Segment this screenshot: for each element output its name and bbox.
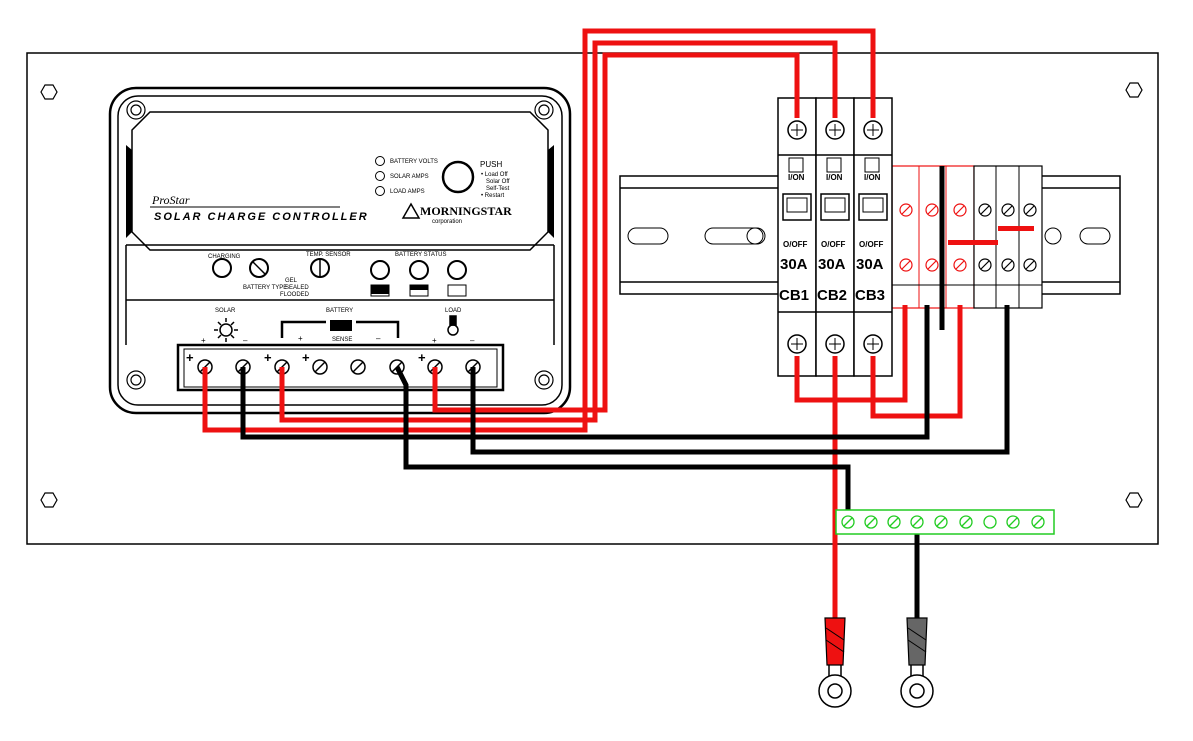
battery-type-gel: GEL: [285, 278, 298, 284]
terminal-3-plus: +: [264, 350, 272, 365]
battery-terminal-label: BATTERY: [326, 308, 353, 314]
push-label: PUSH: [480, 160, 502, 169]
breaker-cb3: I/ON O/OFF 30A CB3: [853, 97, 893, 377]
push-line-3: Self-Test: [486, 186, 510, 192]
push-line-2: Solar Off: [486, 179, 510, 185]
load-terminal-label: LOAD: [445, 308, 462, 314]
charging-label: CHARGING: [208, 254, 241, 260]
temp-sensor-label: TEMP. SENSOR: [306, 252, 351, 258]
battery-icon: [330, 320, 352, 331]
ground-bus-bar: [835, 509, 1055, 535]
controller-terminal-block: [176, 343, 505, 392]
load-plus: +: [432, 336, 437, 345]
solar-plus: +: [201, 336, 206, 345]
circuit-breakers: I/ON O/OFF 30A CB1 I/ON O/OFF 30A CB2: [777, 97, 893, 377]
cb1-id: CB1: [779, 287, 809, 304]
load-minus: –: [470, 336, 475, 345]
push-button[interactable]: [441, 160, 475, 194]
charge-controller: ProStar SOLAR CHARGE CONTROLLER MORNINGS…: [108, 86, 572, 415]
panel-mounting-holes: [40, 82, 1143, 508]
sun-icon: [214, 318, 238, 342]
terminal-7-plus: +: [418, 350, 426, 365]
indicator-battery-volts: BATTERY VOLTS: [390, 159, 438, 165]
terminal-plus-signs: + + + +: [186, 350, 426, 365]
push-line-1: • Load Off: [481, 172, 508, 178]
maker-label: MORNINGSTAR: [420, 204, 512, 218]
controller-screws: [126, 100, 554, 390]
indicator-leds: BATTERY VOLTS SOLAR AMPS LOAD AMPS: [375, 156, 438, 196]
battery-status-leds: [370, 260, 467, 297]
cb3-id: CB3: [855, 287, 885, 304]
lightbulb-icon: [447, 315, 459, 336]
ring-lug-positive: [818, 617, 852, 708]
controller-title: SOLAR CHARGE CONTROLLER: [154, 211, 369, 223]
battery-type-flooded: FLOODED: [280, 292, 310, 298]
indicator-load-amps: LOAD AMPS: [390, 189, 425, 195]
indicator-solar-amps: SOLAR AMPS: [390, 174, 429, 180]
battery-type-label: BATTERY TYPE: [243, 285, 287, 291]
negative-wires: [240, 166, 1010, 625]
solar-minus: –: [243, 336, 248, 345]
morningstar-logo-icon: [401, 202, 421, 219]
cb3-rating: 30A: [856, 256, 884, 273]
cb1-off-label: O/OFF: [783, 240, 808, 249]
brand-label: ProStar: [151, 193, 190, 207]
breaker-cb1: I/ON O/OFF 30A CB1: [777, 97, 817, 377]
push-line-4: • Restart: [481, 193, 504, 199]
cb2-id: CB2: [817, 287, 847, 304]
sense-label: SENSE: [332, 337, 352, 343]
battery-status-label: BATTERY STATUS: [395, 252, 446, 258]
positive-wires: [202, 28, 963, 625]
terminal-4-plus: +: [302, 350, 310, 365]
cb3-on-label: I/ON: [864, 173, 881, 182]
cb2-on-label: I/ON: [826, 173, 843, 182]
cb3-off-label: O/OFF: [859, 240, 884, 249]
solar-terminal-label: SOLAR: [215, 308, 236, 314]
terminal-1-plus: +: [186, 350, 194, 365]
charging-led: [212, 258, 232, 278]
maker-sub-label: corporation: [432, 219, 462, 225]
cb2-off-label: O/OFF: [821, 240, 846, 249]
battery-minus: –: [376, 334, 381, 343]
din-terminal-blocks: [891, 165, 1050, 309]
breaker-cb2: I/ON O/OFF 30A CB2: [815, 97, 855, 377]
cb1-rating: 30A: [780, 256, 808, 273]
battery-plus: +: [298, 334, 303, 343]
battery-type-sealed: SEALED: [285, 285, 309, 291]
cb2-rating: 30A: [818, 256, 846, 273]
cb1-on-label: I/ON: [788, 173, 805, 182]
ring-lug-negative: [900, 617, 934, 708]
